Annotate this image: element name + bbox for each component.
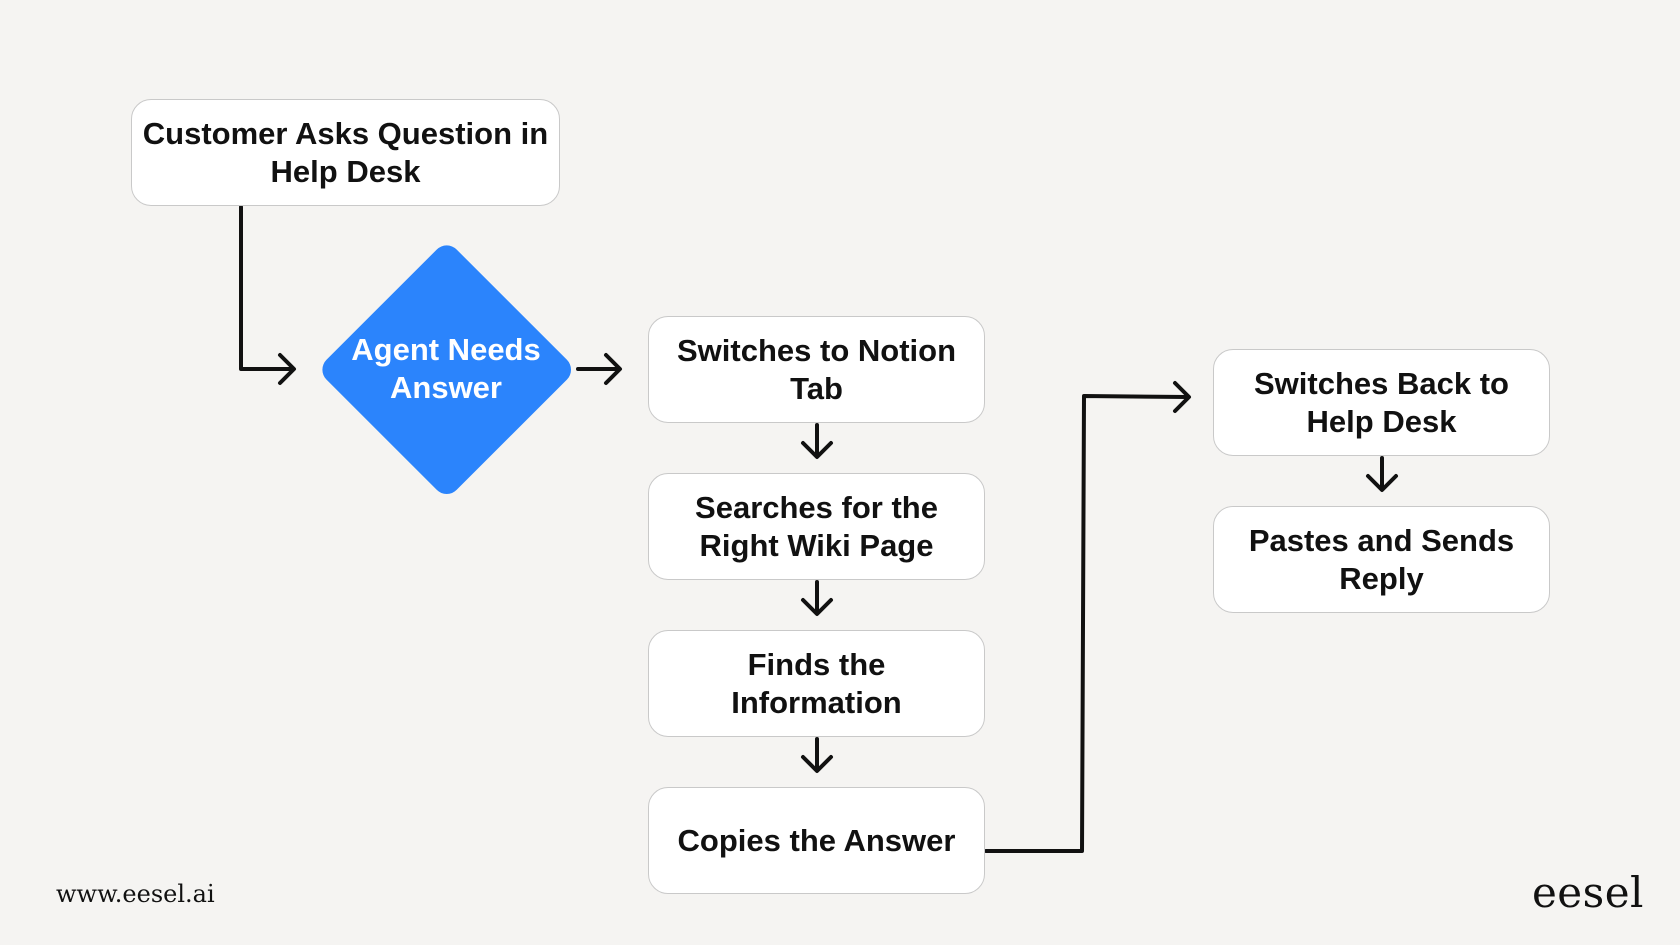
- arrowhead-decision-to-notion: [604, 353, 622, 385]
- arrowhead-customer-to-decision: [278, 353, 296, 385]
- footer-url: www.eesel.ai: [56, 880, 215, 908]
- node-searches-wiki: Searches for the Right Wiki Page: [648, 473, 985, 580]
- node-agent-needs-answer: Agent Needs Answer: [351, 332, 541, 405]
- connector-copy-to-switchback: [984, 394, 1189, 853]
- connector-customer-to-decision: [239, 205, 294, 371]
- node-pastes-and-sends: Pastes and Sends Reply: [1213, 506, 1550, 613]
- arrowhead-find-to-copy: [801, 755, 833, 773]
- arrowhead-notion-to-search: [801, 441, 833, 459]
- arrowhead-search-to-find: [801, 598, 833, 616]
- node-switches-to-notion: Switches to Notion Tab: [648, 316, 985, 423]
- brand-logo: eesel: [1531, 868, 1644, 917]
- node-switches-back: Switches Back to Help Desk: [1213, 349, 1550, 456]
- arrowhead-switchback-to-paste: [1366, 474, 1398, 492]
- node-finds-information: Finds the Information: [648, 630, 985, 737]
- node-copies-answer: Copies the Answer: [648, 787, 985, 894]
- arrowhead-copy-to-switchback: [1173, 381, 1191, 413]
- decision-diamond: [322, 245, 572, 495]
- node-customer-asks-question: Customer Asks Question in Help Desk: [131, 99, 560, 206]
